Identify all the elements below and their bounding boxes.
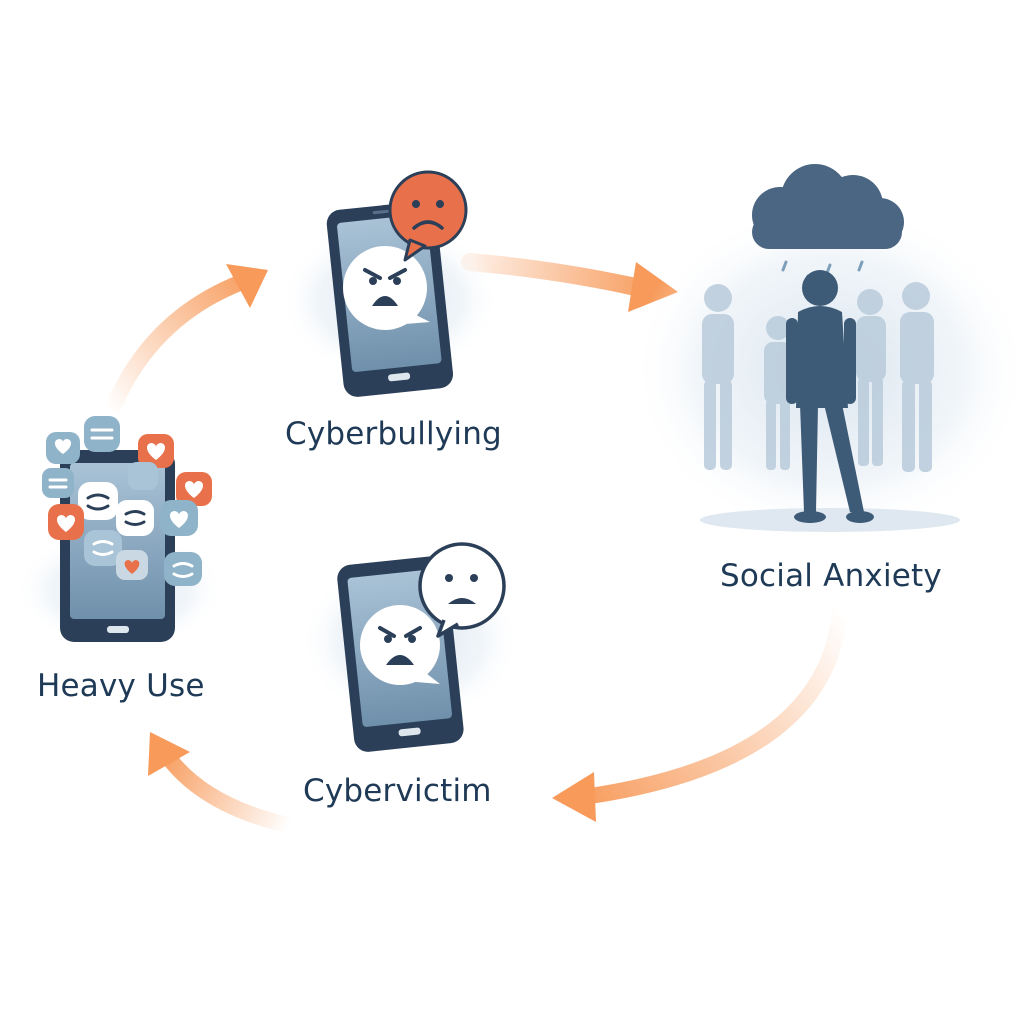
heavy-use-phone-icon	[15, 416, 225, 650]
angry-chat-bubble-icon	[343, 246, 430, 330]
node-label-social-anxiety: Social Anxiety	[720, 558, 942, 594]
cyberbullying-phone-icon	[280, 170, 500, 397]
isolated-person-icon	[786, 270, 874, 523]
node-label-heavy-use: Heavy Use	[37, 668, 205, 704]
notification-bubbles-icon	[42, 416, 212, 586]
cybervictim-phone-icon	[300, 542, 520, 752]
arrow-cyberbullying-to-social-anxiety	[461, 253, 678, 312]
node-label-cyberbullying: Cyberbullying	[285, 416, 502, 452]
angry-chat-bubble-icon	[360, 605, 440, 685]
arrow-social-anxiety-to-cybervictim	[552, 600, 848, 822]
node-label-cybervictim: Cybervictim	[303, 773, 492, 809]
sad-chat-bubble-orange-icon	[388, 170, 468, 262]
sad-chat-bubble-white-icon	[418, 542, 506, 638]
rain-cloud-icon	[752, 164, 904, 286]
arrow-cybervictim-to-heavy-use	[148, 732, 300, 834]
background-crowd-icon	[702, 282, 934, 472]
social-anxiety-scene-icon	[630, 164, 1024, 540]
arrow-heavy-use-to-cyberbullying	[104, 264, 268, 418]
